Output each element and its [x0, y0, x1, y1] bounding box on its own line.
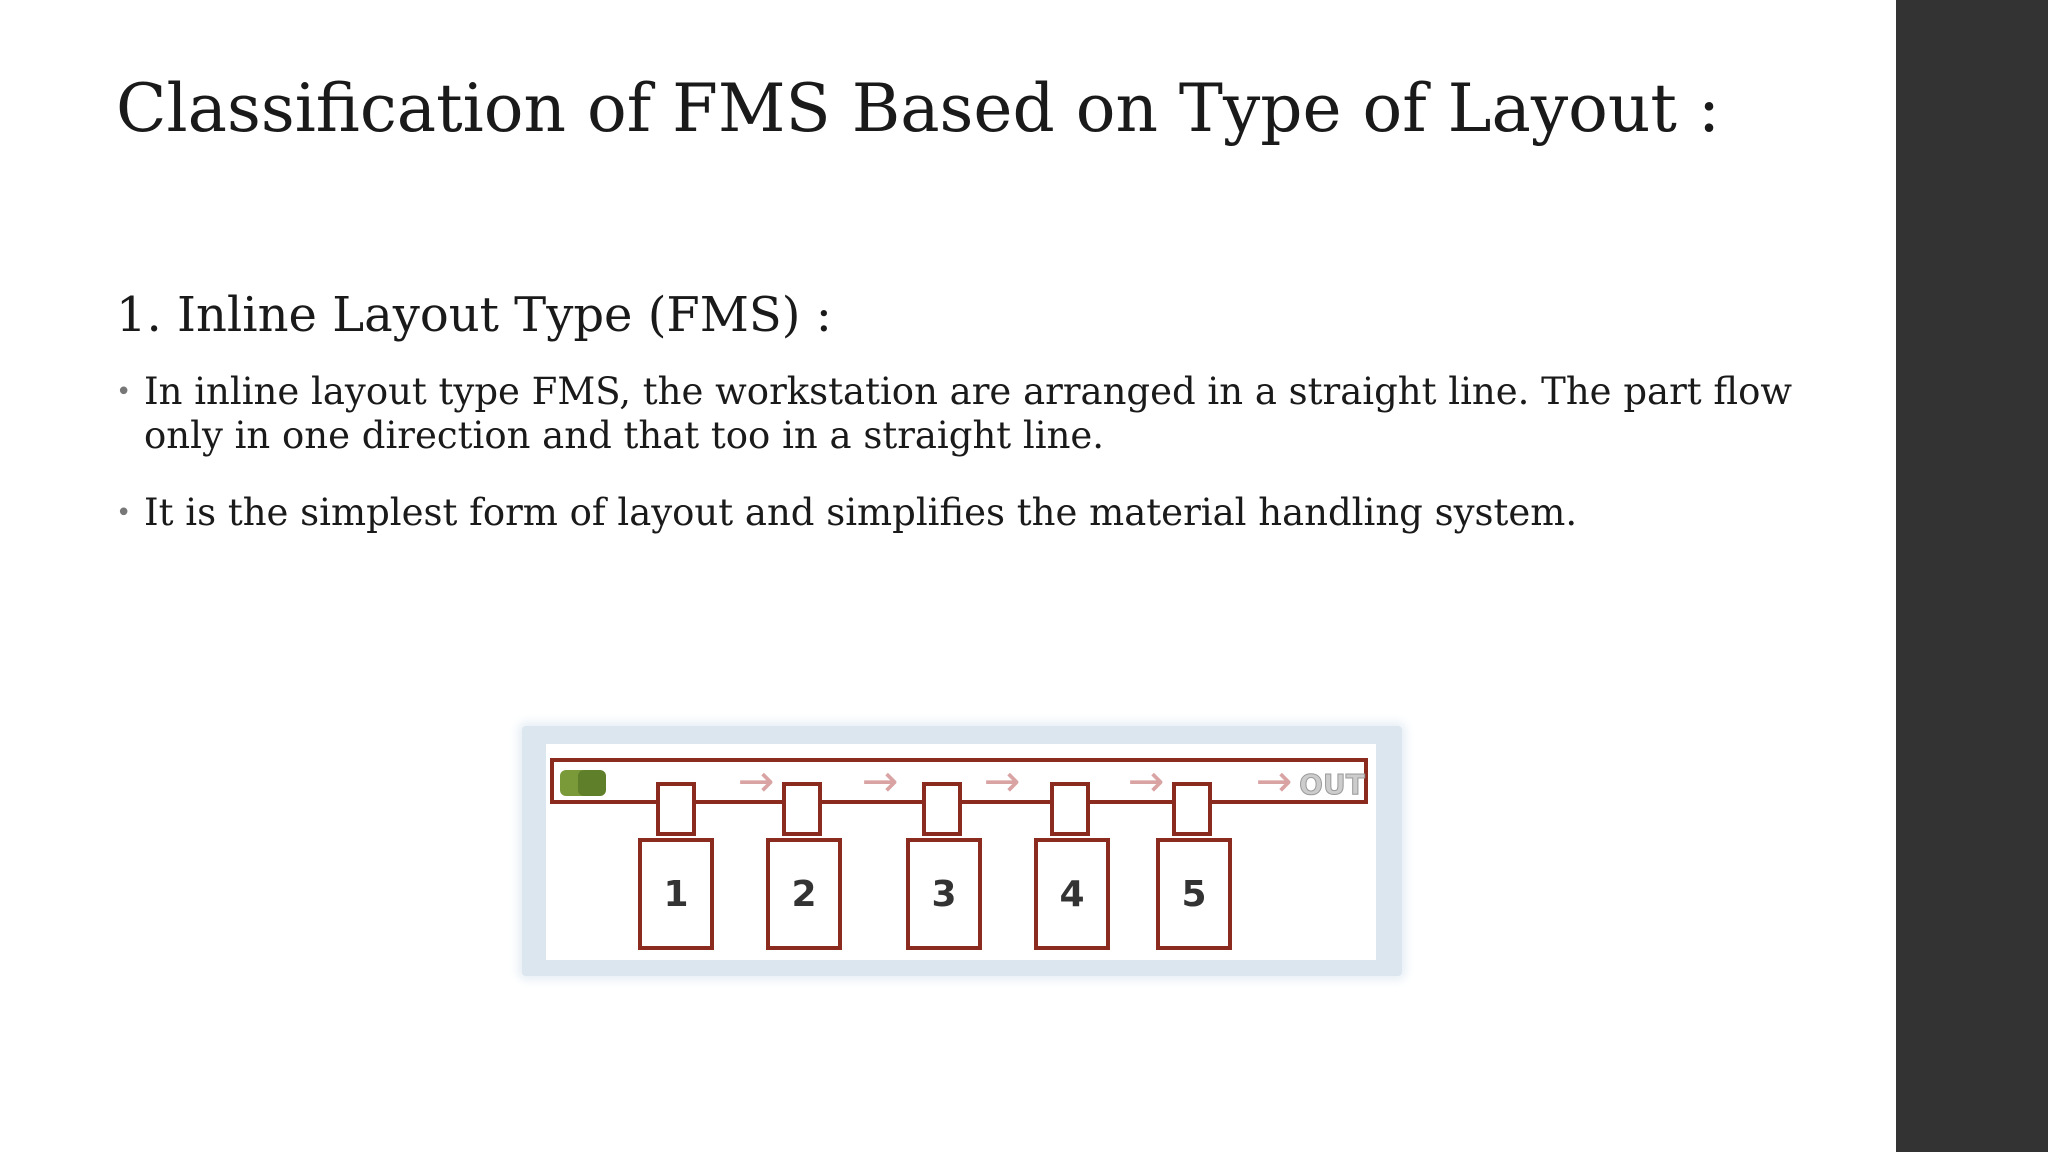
bullet-item: • In inline layout type FMS, the worksta… [116, 370, 1876, 458]
diagram-svg: 1 → 2 → 3 → [550, 756, 1368, 950]
workstation: 3 [906, 782, 982, 950]
workstation: 2 [766, 782, 842, 950]
station-label: 1 [663, 874, 688, 915]
slide-title: Classification of FMS Based on Type of L… [116, 70, 1721, 147]
flow-arrow-icon: → [1256, 756, 1293, 807]
bullet-icon: • [116, 377, 132, 407]
bullet-list: • In inline layout type FMS, the worksta… [116, 370, 1876, 568]
diagram-canvas: 1 → 2 → 3 → [546, 744, 1376, 960]
side-bar [1896, 0, 2048, 1152]
workstation: 4 [1034, 782, 1110, 950]
inline-layout-diagram: 1 → 2 → 3 → [522, 726, 1402, 976]
flow-arrow-icon: → [1128, 756, 1165, 807]
bullet-icon: • [116, 498, 132, 528]
workstation: 1 [638, 782, 714, 950]
station-label: 3 [931, 874, 956, 915]
flow-arrow-icon: → [984, 756, 1021, 807]
input-parts-icon [560, 770, 606, 796]
station-label: 4 [1059, 874, 1084, 915]
flow-arrow-icon: → [738, 756, 775, 807]
section-heading: 1. Inline Layout Type (FMS) : [116, 287, 832, 343]
flow-arrow-icon: → [862, 756, 899, 807]
bullet-text: In inline layout type FMS, the workstati… [144, 370, 1793, 457]
station-label: 2 [791, 874, 816, 915]
station-label: 5 [1181, 874, 1206, 915]
workstation: 5 [1156, 782, 1232, 950]
bullet-text: It is the simplest form of layout and si… [144, 491, 1578, 534]
slide: Classification of FMS Based on Type of L… [116, 70, 1876, 976]
bullet-item: • It is the simplest form of layout and … [116, 491, 1876, 535]
output-label: OUT [1299, 768, 1365, 801]
